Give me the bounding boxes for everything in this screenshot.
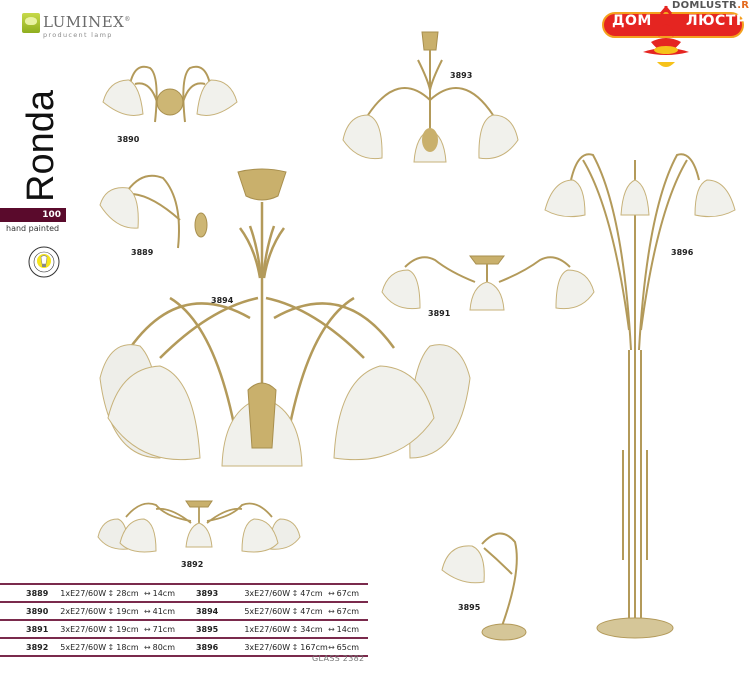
spec-row: 3890 2xE27/60W ↕19cm ↔41cm 3894 5xE27/60… xyxy=(0,601,368,619)
luminex-lamp-icon xyxy=(22,13,40,33)
spec-table: 3889 1xE27/60W ↕28cm ↔14cm 3893 3xE27/60… xyxy=(0,583,368,657)
dealer-url[interactable]: DOMLUSTR.RU xyxy=(672,0,750,11)
product-image-3893[interactable] xyxy=(338,30,523,170)
width-icon: ↔ xyxy=(327,624,335,634)
width-icon: ↔ xyxy=(327,588,335,598)
width-icon: ↔ xyxy=(143,642,151,652)
product-label-3890: 3890 xyxy=(117,135,140,144)
product-image-3894[interactable] xyxy=(99,168,471,478)
height-icon: ↕ xyxy=(107,606,115,616)
product-label-3896: 3896 xyxy=(671,248,694,257)
finish-label: hand painted xyxy=(6,224,60,233)
height-icon: ↕ xyxy=(291,606,299,616)
width-icon: ↔ xyxy=(143,606,151,616)
luminex-logo: LUMINEX® producent lamp xyxy=(22,12,131,39)
width-icon: ↔ xyxy=(143,588,151,598)
product-image-3891[interactable] xyxy=(380,252,596,322)
product-label-3893: 3893 xyxy=(450,71,473,80)
product-label-3895: 3895 xyxy=(458,603,481,612)
product-image-3890[interactable] xyxy=(95,62,245,132)
collection-number-bar: 100 xyxy=(0,208,66,222)
spec-row: 3889 1xE27/60W ↕28cm ↔14cm 3893 3xE27/60… xyxy=(0,583,368,601)
width-icon: ↔ xyxy=(143,624,151,634)
height-icon: ↕ xyxy=(291,624,299,634)
dealer-chandelier-icon xyxy=(643,5,689,67)
spec-row: 3892 5xE27/60W ↕18cm ↔80cm 3896 3xE27/60… xyxy=(0,637,368,657)
product-label-3894: 3894 xyxy=(211,296,234,305)
product-image-3896[interactable] xyxy=(543,150,738,642)
collection-title: Ronda xyxy=(20,90,62,202)
width-icon: ↔ xyxy=(327,642,335,652)
height-icon: ↕ xyxy=(107,588,115,598)
product-image-3892[interactable] xyxy=(96,497,302,555)
brand-name: LUMINEX xyxy=(43,13,125,31)
brand-tagline: producent lamp xyxy=(43,31,113,39)
product-label-3889: 3889 xyxy=(131,248,154,257)
height-icon: ↕ xyxy=(107,642,115,652)
product-label-3892: 3892 xyxy=(181,560,204,569)
dealer-word-right: ЛЮСТР xyxy=(686,13,747,29)
height-icon: ↕ xyxy=(107,624,115,634)
spec-row: 3891 3xE27/60W ↕19cm ↔71cm 3895 1xE27/60… xyxy=(0,619,368,637)
dealer-word-left: ДОМ xyxy=(612,13,652,29)
collection-number: 100 xyxy=(42,210,61,220)
product-image-3895[interactable] xyxy=(440,530,540,646)
height-icon: ↕ xyxy=(291,588,299,598)
width-icon: ↔ xyxy=(327,606,335,616)
energy-saving-badge-icon xyxy=(28,246,60,278)
glass-note: GLASS 2382 xyxy=(312,654,365,663)
product-image-3889[interactable] xyxy=(98,170,213,250)
product-label-3891: 3891 xyxy=(428,309,451,318)
height-icon: ↕ xyxy=(291,642,299,652)
